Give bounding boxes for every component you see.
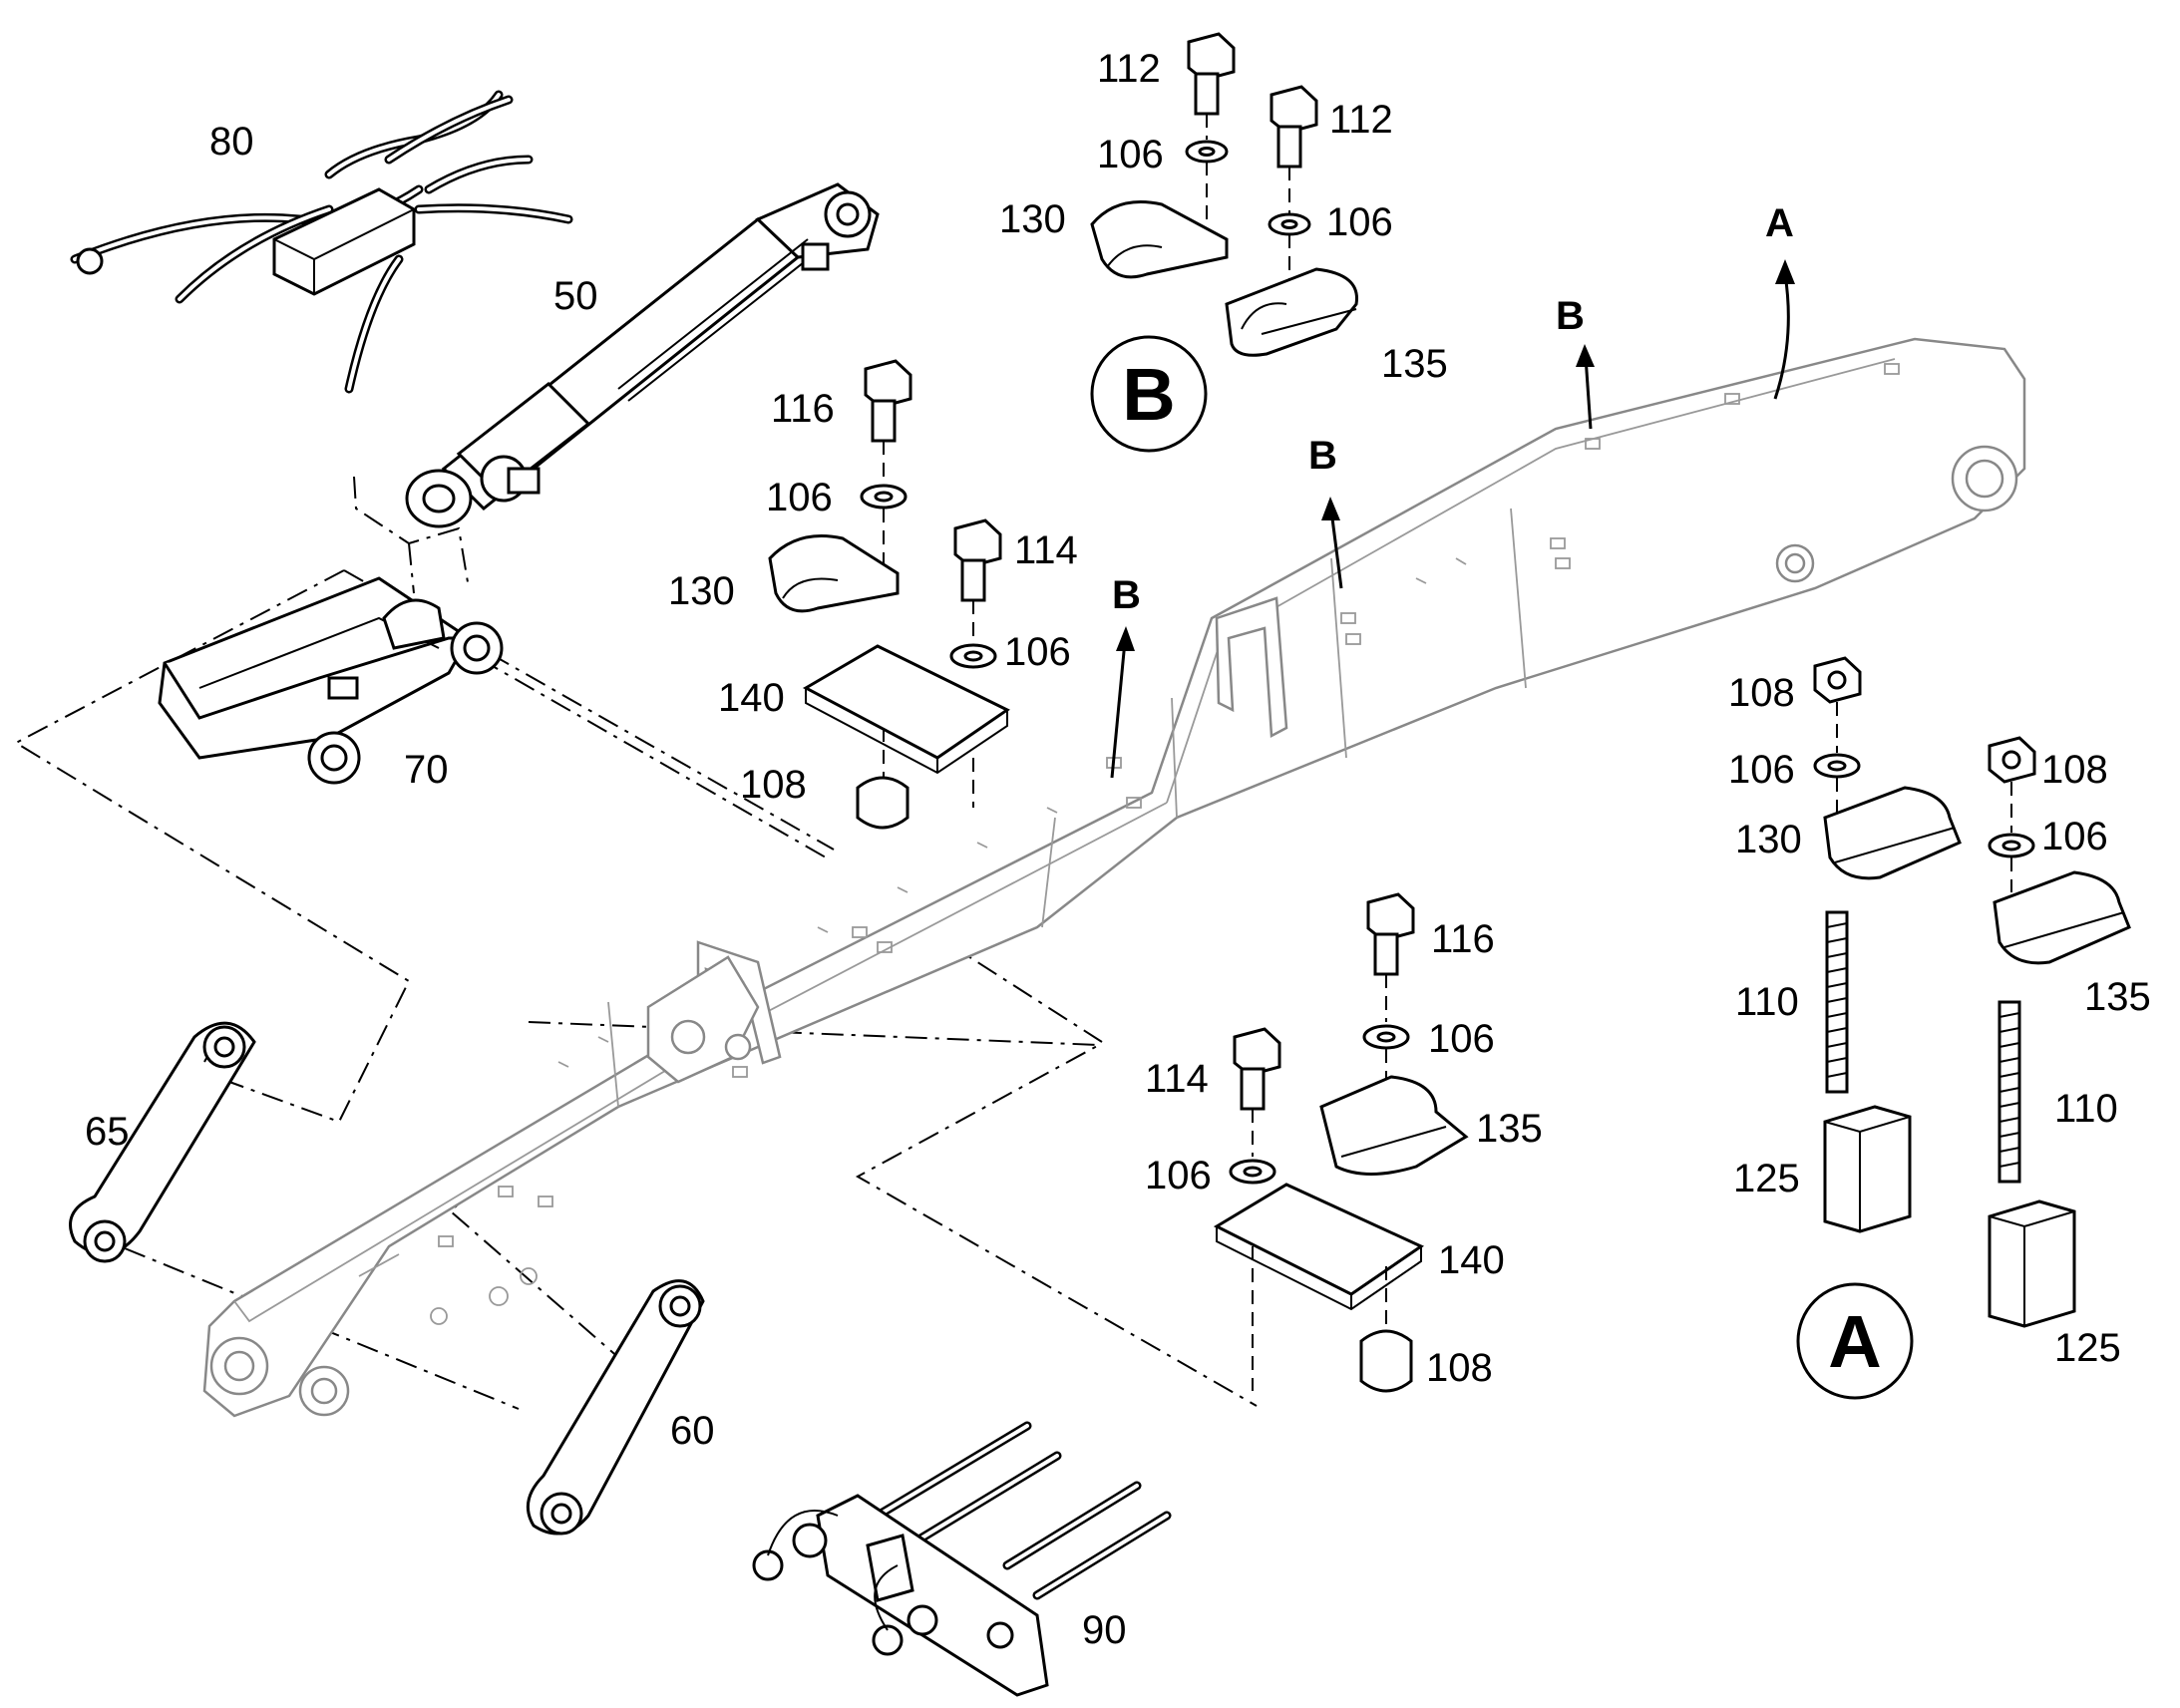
label-part-80: 80: [209, 120, 254, 164]
label-b-106a: 106: [1097, 133, 1164, 176]
label-lower-114: 114: [1145, 1057, 1209, 1101]
detail-b-letter: B: [1122, 353, 1175, 436]
label-center-106a: 106: [766, 476, 833, 519]
label-a-135: 135: [2084, 975, 2151, 1019]
assembly-dash-lines: [13, 476, 1258, 1410]
label-a-110a: 110: [1735, 980, 1799, 1024]
label-center-106b: 106: [1004, 630, 1071, 674]
hose-bracket-90: [752, 1421, 1172, 1697]
label-a-108a: 108: [1728, 671, 1795, 715]
arrow-label-b1: B: [1556, 294, 1585, 338]
detail-a-fastener-group: [1813, 656, 2131, 1328]
detail-b-fastener-group: [1090, 32, 1358, 357]
label-a-130: 130: [1735, 818, 1802, 861]
view-arrows: [1110, 259, 1795, 779]
label-lower-106b: 106: [1145, 1154, 1212, 1197]
label-lower-108: 108: [1426, 1346, 1493, 1390]
arrow-label-a: A: [1765, 201, 1794, 245]
label-a-110b: 110: [2054, 1087, 2118, 1131]
linkage-bracket-70: [158, 576, 504, 785]
lower-fastener-group: [1213, 892, 1469, 1393]
label-part-70: 70: [404, 748, 449, 792]
valve-block-80: [70, 90, 573, 394]
arrow-label-b2: B: [1308, 434, 1337, 478]
label-center-114: 114: [1014, 528, 1078, 572]
label-b-106b: 106: [1326, 200, 1393, 244]
boom-arm: [202, 337, 2026, 1418]
label-a-108b: 108: [2041, 748, 2108, 792]
center-fastener-group: [768, 359, 1010, 830]
label-a-125b: 125: [2054, 1326, 2121, 1370]
link-arm-65: [69, 1021, 256, 1263]
hydraulic-cylinder-50: [405, 182, 880, 528]
label-center-108: 108: [740, 763, 807, 807]
label-b-130: 130: [999, 197, 1066, 241]
label-center-130: 130: [668, 569, 735, 613]
label-part-90: 90: [1082, 1608, 1127, 1652]
label-b-112a: 112: [1097, 47, 1161, 91]
arrow-label-b3: B: [1112, 573, 1141, 617]
detail-a-letter: A: [1828, 1300, 1881, 1383]
link-arm-60: [526, 1279, 705, 1536]
label-part-60: 60: [670, 1409, 715, 1453]
label-lower-140: 140: [1438, 1238, 1505, 1282]
label-b-135: 135: [1381, 342, 1448, 386]
detail-b-circle: [1090, 335, 1208, 453]
label-a-106b: 106: [2041, 815, 2108, 858]
label-lower-135: 135: [1476, 1107, 1543, 1151]
label-b-112b: 112: [1329, 98, 1393, 142]
label-lower-106a: 106: [1428, 1017, 1495, 1061]
label-part-50: 50: [553, 274, 598, 318]
label-a-125a: 125: [1733, 1157, 1800, 1200]
label-part-65: 65: [85, 1110, 130, 1154]
label-center-140: 140: [718, 676, 785, 720]
label-lower-116: 116: [1431, 917, 1495, 961]
label-center-116: 116: [771, 387, 835, 431]
label-a-106a: 106: [1728, 748, 1795, 792]
detail-a-circle: [1796, 1282, 1914, 1400]
